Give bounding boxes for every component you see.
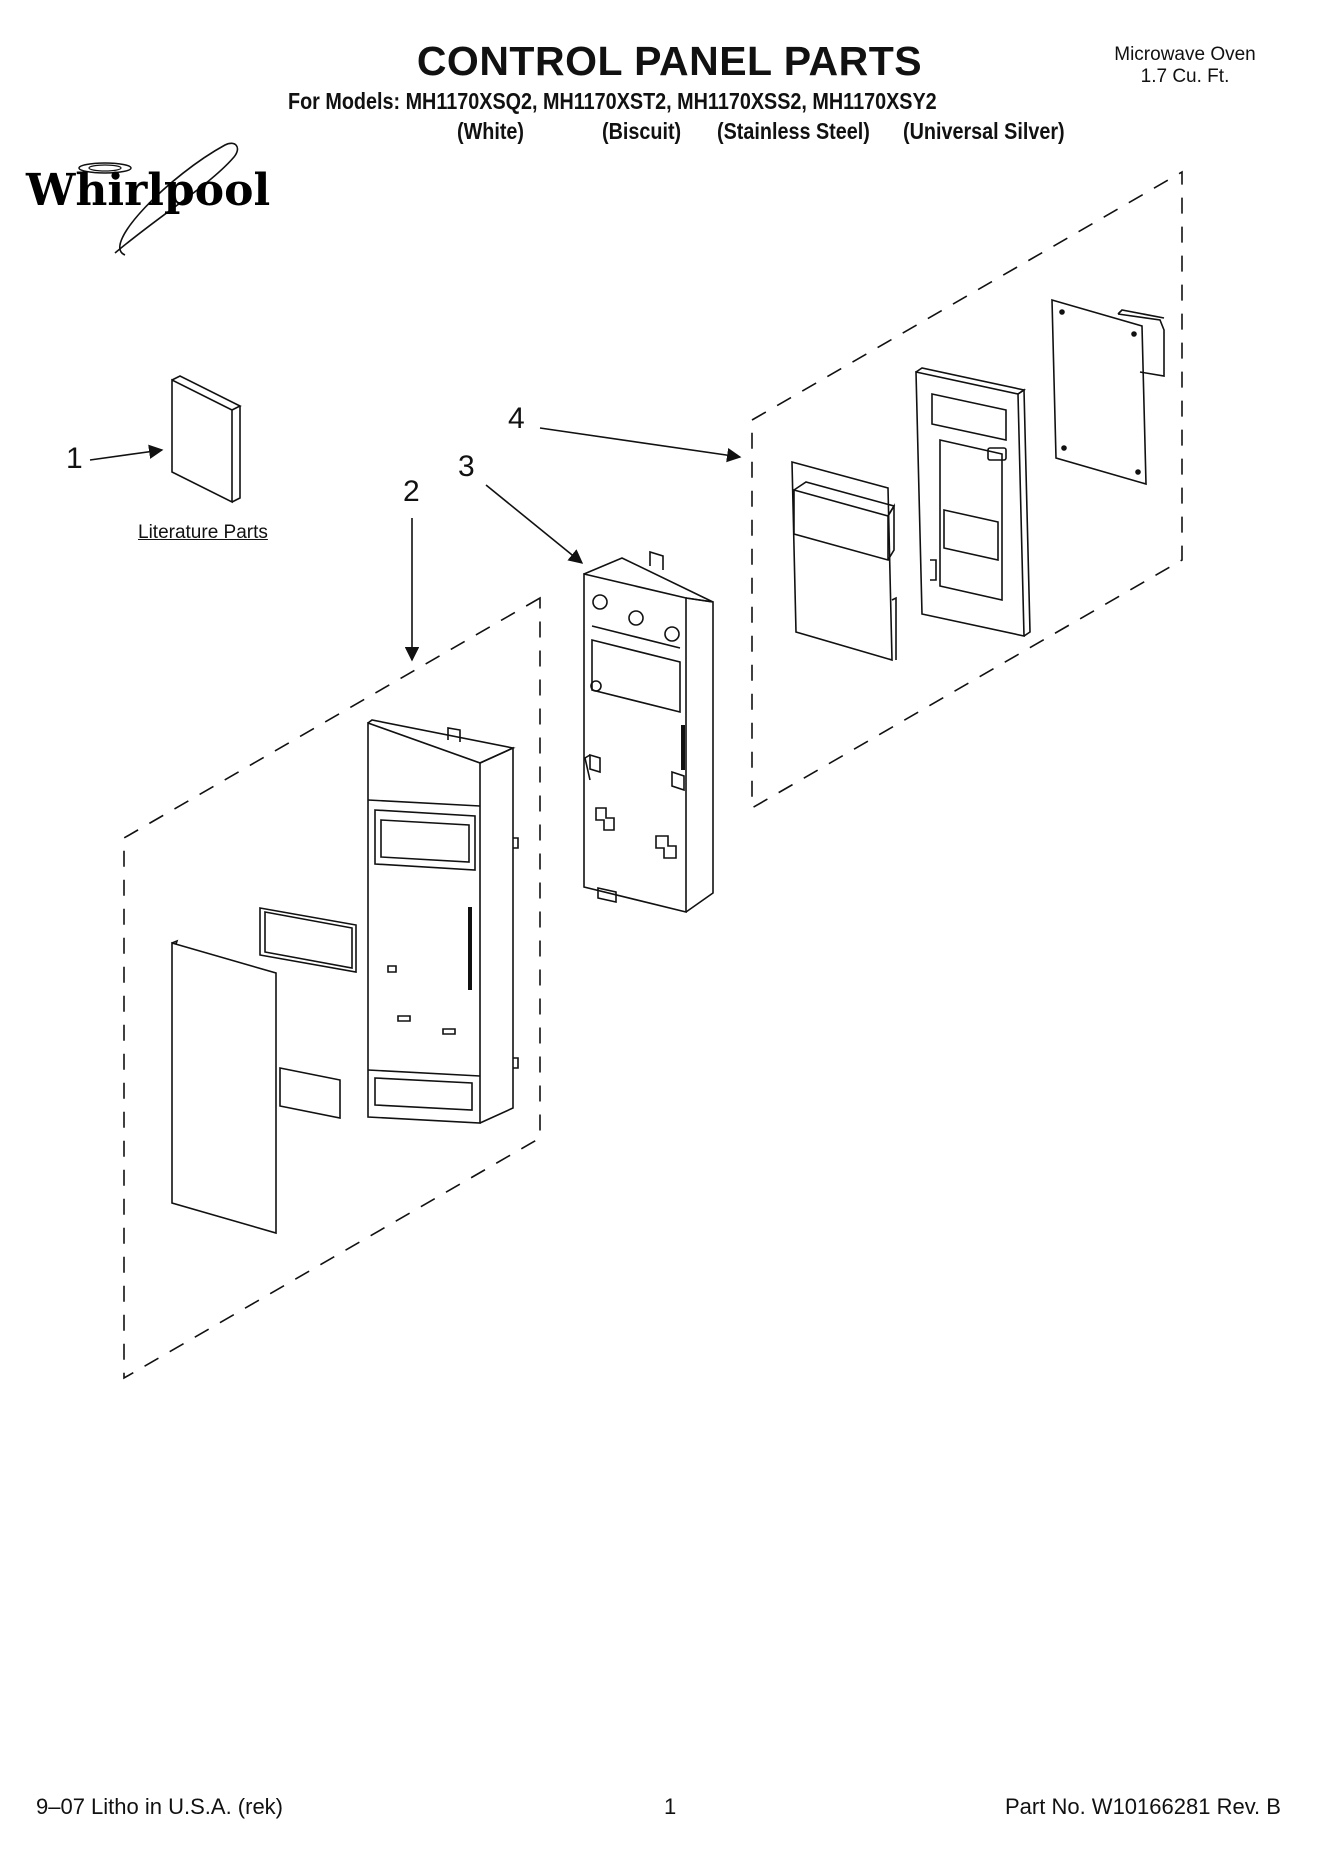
logo-text: Whirlpool (25, 165, 270, 216)
variant-stainless: (Stainless Steel) (717, 118, 870, 144)
callout-4-arrow (539, 427, 742, 463)
product-info: Microwave Oven 1.7 Cu. Ft. (1105, 44, 1265, 88)
callout-3-arrow (485, 484, 584, 564)
page-title: CONTROL PANEL PARTS (416, 38, 923, 84)
callout-4: 4 (508, 402, 525, 435)
model-label-plate (279, 1067, 341, 1119)
variant-white: (White) (457, 118, 525, 144)
whirlpool-logo: Whirlpool (25, 142, 270, 256)
footer-page-number: 1 (664, 1794, 677, 1819)
callout-3: 3 (458, 450, 475, 483)
variant-universal-silver: (Universal Silver) (903, 118, 1065, 144)
product-capacity: 1.7 Cu. Ft. (1140, 66, 1230, 87)
callout-2: 2 (403, 475, 420, 508)
variant-biscuit: (Biscuit) (602, 118, 682, 144)
group-2-boundary (123, 596, 541, 1380)
callout-1-arrow (89, 444, 164, 461)
control-panel-frame (583, 550, 714, 914)
touch-overlay (171, 939, 277, 1235)
circuit-board (1051, 298, 1165, 486)
electronic-control-board (791, 460, 897, 662)
footer-print-info: 9–07 Litho in U.S.A. (rek) (36, 1794, 284, 1819)
board-bracket (915, 367, 1031, 637)
product-type: Microwave Oven (1114, 44, 1256, 65)
models-line: For Models: MH1170XSQ2, MH1170XST2, MH11… (288, 88, 937, 114)
literature-parts-label: Literature Parts (138, 522, 268, 543)
callout-1: 1 (66, 442, 83, 475)
group-4-boundary (751, 170, 1183, 810)
footer-part-number: Part No. W10166281 Rev. B (1005, 1794, 1281, 1819)
display-window (259, 907, 357, 973)
literature-booklet (171, 375, 242, 504)
control-panel-assembly (367, 719, 519, 1124)
